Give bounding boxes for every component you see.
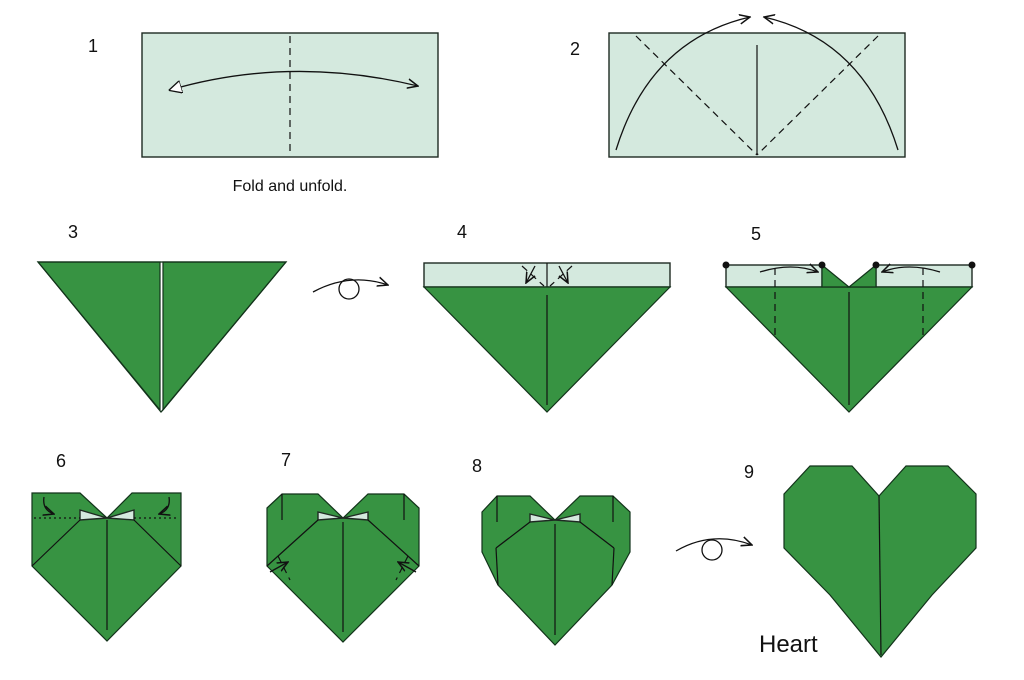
step-6-left-corner-arrow — [44, 496, 54, 514]
turn-over-icon — [312, 279, 388, 300]
step-3-outline — [36, 261, 288, 413]
step-5-right-fold-arrow — [882, 267, 941, 272]
turn-over-icon — [675, 539, 752, 561]
step-2-left-fold-arrow — [615, 17, 750, 151]
step-2-number: 2 — [570, 39, 580, 59]
step-5-reference-dot — [872, 261, 880, 269]
step-6: 6 — [31, 451, 182, 642]
step-8: 8 — [472, 456, 631, 646]
step-9: 9 Heart — [744, 462, 977, 658]
step-9-number: 9 — [744, 462, 754, 482]
step-5-left-tip — [821, 263, 851, 288]
step-5-number: 5 — [751, 224, 761, 244]
step-2: 2 — [570, 17, 906, 158]
step-5-reference-dot — [722, 261, 730, 269]
step-5-left-fold-arrow — [759, 267, 818, 272]
step-1-caption: Fold and unfold. — [233, 178, 348, 195]
step-5-right-tip — [847, 263, 877, 288]
step-1-fold-unfold-arrow — [170, 70, 418, 90]
step-5-reference-dot — [818, 261, 826, 269]
step-2-right-fold-arrow — [764, 17, 899, 151]
step-4-number: 4 — [457, 222, 467, 242]
step-2-right-diagonal-fold — [756, 35, 879, 156]
step-7-left-side-arrow — [269, 562, 288, 573]
step-5-reference-dot — [968, 261, 976, 269]
step-7: 7 — [266, 450, 420, 643]
step-6-right-corner-arrow — [159, 496, 169, 514]
step-7-right-side-arrow — [398, 562, 417, 573]
step-2-left-diagonal-fold — [635, 35, 758, 156]
result-title: Heart — [759, 631, 818, 658]
step-3: 3 — [36, 222, 288, 413]
step-1-number: 1 — [88, 36, 98, 56]
step-6-number: 6 — [56, 451, 66, 471]
step-4: 4 — [422, 222, 672, 413]
step-5: 5 — [722, 224, 976, 413]
step-8-shape — [481, 495, 631, 646]
step-3-number: 3 — [68, 222, 78, 242]
step-1: 1 Fold and unfold. — [88, 32, 439, 195]
step-8-number: 8 — [472, 456, 482, 476]
step-7-number: 7 — [281, 450, 291, 470]
